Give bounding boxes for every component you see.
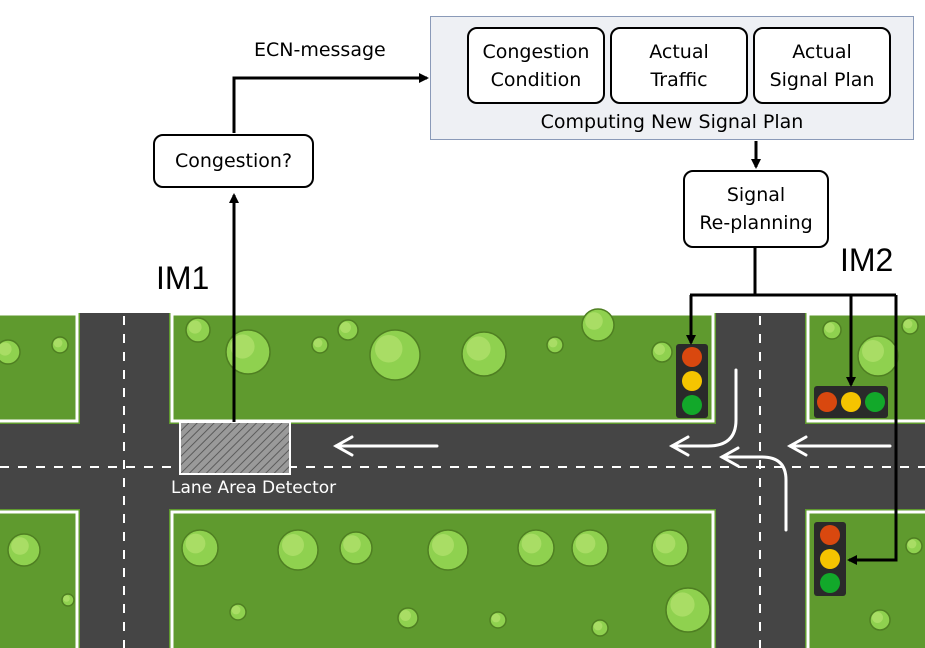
- bush-highlight: [521, 533, 542, 554]
- panel-caption: Computing New Signal Plan: [540, 111, 804, 133]
- signal-replanning-box: Signal Re-planning: [683, 170, 829, 248]
- bush-highlight: [655, 533, 676, 554]
- ecn-message-arrow: [232, 73, 429, 133]
- bush-highlight: [585, 312, 603, 330]
- congestion-check-box: Congestion?: [153, 134, 314, 188]
- actual-traffic-box: Actual Traffic: [610, 27, 748, 104]
- bush-highlight: [375, 335, 403, 363]
- connector-arrows: [229, 73, 898, 565]
- congestion-condition-box: Congestion Condition: [467, 27, 605, 104]
- bush-highlight: [230, 334, 255, 359]
- bush-highlight: [907, 539, 917, 549]
- bush-highlight: [282, 534, 304, 556]
- bush-highlight: [343, 535, 361, 553]
- southbound-left-turn-arrow: [668, 368, 738, 457]
- traffic-light-south: [814, 522, 846, 596]
- bush-highlight: [400, 610, 411, 621]
- bush-highlight: [313, 338, 323, 348]
- actual-signal-plan-box: Actual Signal Plan: [753, 27, 891, 104]
- bush-highlight: [670, 592, 695, 617]
- bush-highlight: [231, 605, 241, 615]
- bush-highlight: [340, 322, 351, 333]
- bush-highlight: [185, 533, 206, 554]
- bushes: [0, 308, 923, 637]
- bush-highlight: [53, 338, 63, 348]
- to-south-light-arrow: [847, 295, 898, 565]
- bush-highlight: [575, 533, 596, 554]
- traffic-light-east: [814, 386, 888, 418]
- bush-highlight: [63, 595, 70, 602]
- bush-highlight: [593, 621, 603, 631]
- bush-highlight: [872, 612, 883, 623]
- im2-label: IM2: [840, 242, 894, 278]
- westbound-arrow-right: [786, 435, 892, 457]
- bush-highlight: [0, 342, 12, 356]
- bush-highlight: [11, 537, 29, 555]
- bush-highlight: [188, 320, 202, 334]
- lane-area-detector: [179, 421, 291, 475]
- ecn-message-label: ECN-message: [254, 39, 386, 61]
- northbound-left-turn-arrow: [718, 446, 788, 532]
- road-direction-arrows: [332, 368, 892, 532]
- bush-highlight: [862, 340, 884, 362]
- westbound-arrow-left: [332, 435, 439, 457]
- bush-highlight: [824, 322, 835, 333]
- bush-highlight: [466, 336, 491, 361]
- traffic-light-north: [676, 344, 708, 418]
- bush-highlight: [548, 338, 558, 348]
- bush-highlight: [903, 319, 913, 329]
- bush-highlight: [491, 613, 501, 623]
- im1-label: IM1: [156, 260, 210, 296]
- bush-highlight: [654, 344, 665, 355]
- lane-area-detector-label: Lane Area Detector: [171, 478, 337, 498]
- curbs: [0, 312, 925, 648]
- bush-highlight: [432, 534, 454, 556]
- lane-markings: [0, 316, 925, 648]
